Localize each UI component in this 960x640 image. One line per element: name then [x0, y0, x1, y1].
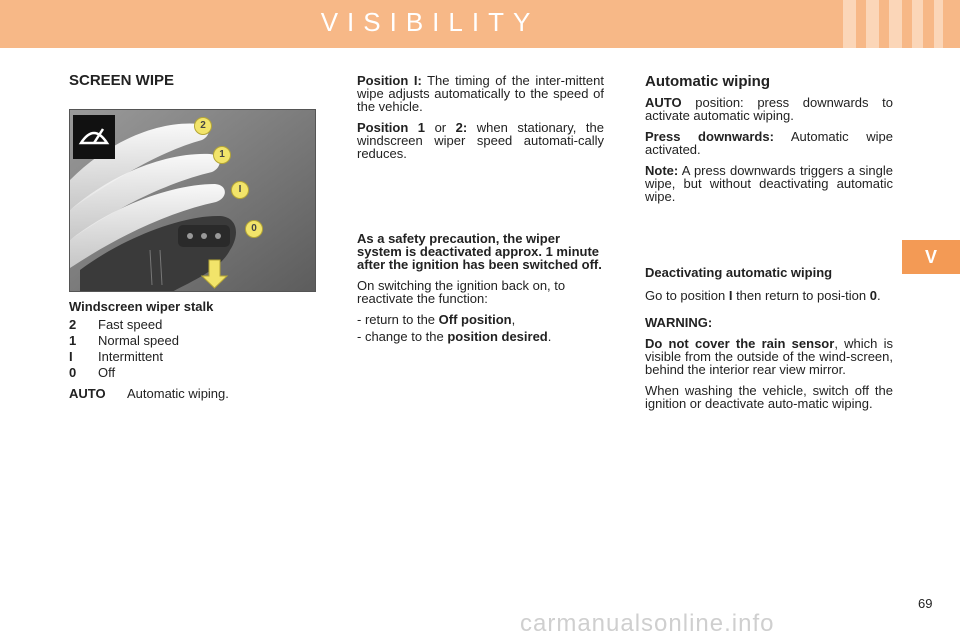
note-paragraph: Note: A press downwards triggers a singl… — [645, 164, 893, 203]
position-i-label: Position I: — [357, 73, 422, 88]
deact-punct: . — [877, 288, 881, 303]
watermark: carmanualsonline.info — [520, 610, 775, 637]
legend-key: 1 — [69, 333, 77, 348]
list-item-text: - change to the — [357, 329, 448, 344]
stalk-ghost-1 — [70, 153, 220, 240]
note-text: A press downwards triggers a single wipe… — [645, 163, 893, 204]
marker-0-label: 0 — [251, 223, 257, 234]
wiper-stalk-figure: 2 1 I 0 — [69, 109, 316, 292]
or-text: or — [425, 120, 456, 135]
wiper-stalk-illustration — [70, 110, 315, 291]
legend-key: AUTO — [69, 386, 106, 401]
warning-label: WARNING: — [645, 315, 713, 330]
stalk-legend: Windscreen wiper stalk 2 Fast speed 1 No… — [69, 300, 319, 402]
marker-i: I — [231, 181, 249, 199]
position-1-2-paragraph: Position 1 or 2: when stationary, the wi… — [357, 121, 604, 160]
header-stripe — [866, 0, 879, 48]
legend-value: Automatic wiping. — [127, 386, 229, 401]
page-number: 69 — [918, 596, 933, 611]
list-item-punct: , — [511, 312, 516, 327]
washing-paragraph: When washing the vehicle, switch off the… — [645, 383, 893, 411]
header-stripe — [912, 0, 923, 48]
legend-row: 2 Fast speed — [69, 317, 319, 333]
deact-text: Go to position — [645, 288, 729, 303]
warning-paragraph: Do not cover the rain sensor, which is v… — [645, 337, 893, 376]
position-desired-text: position desired — [447, 329, 548, 344]
list-item-text: - return to the — [357, 312, 439, 327]
legend-value: Intermittent — [98, 349, 164, 364]
page-title: VISIBILITY — [320, 7, 540, 37]
marker-1-label: 1 — [219, 149, 225, 160]
marker-2-label: 2 — [200, 120, 206, 131]
list-item: - change to the position desired. — [357, 330, 604, 343]
wiper-symbol-icon — [73, 115, 115, 159]
list-item-punct: . — [547, 329, 552, 344]
legend-row: I Intermittent — [69, 349, 319, 365]
warning-text: , which is visible from the outside of t… — [645, 336, 893, 377]
right-column-bottom: Deactivating automatic wiping Go to posi… — [645, 266, 893, 410]
safety-note: As a safety precaution, the wiper system… — [357, 231, 602, 272]
legend-value: Off — [98, 365, 116, 380]
rain-sensor-warning: Do not cover the rain sensor — [645, 336, 835, 351]
note-label: Note: — [645, 163, 679, 178]
page-header: VISIBILITY — [0, 0, 960, 48]
deact-position-0: 0 — [869, 288, 877, 303]
auto-label: AUTO — [645, 95, 682, 110]
chapter-tab[interactable]: V — [902, 240, 960, 274]
position-i-paragraph: Position I: The timing of the inter-mitt… — [357, 74, 604, 113]
press-down-label: Press downwards: — [645, 129, 774, 144]
deact-position-i: I — [728, 288, 733, 303]
auto-paragraph: AUTO position: press downwards to activa… — [645, 96, 893, 122]
marker-0: 0 — [245, 220, 263, 238]
legend-key: 0 — [69, 365, 77, 380]
header-stripe — [889, 0, 902, 48]
marker-1: 1 — [213, 146, 231, 164]
position-1-2-text: when stationary, the windscreen wiper sp… — [357, 120, 604, 161]
legend-row: 1 Normal speed — [69, 333, 319, 349]
header-stripe — [934, 0, 943, 48]
automatic-wiping-heading: Automatic wiping — [645, 73, 770, 90]
stalk-ghost-i — [70, 184, 225, 268]
stalk-ghost-2 — [70, 123, 209, 210]
right-column-top: Automatic wiping AUTO position: press do… — [645, 73, 893, 211]
left-column: SCREEN WIPE — [69, 72, 319, 90]
auto-text: position: press downwards to activate au… — [645, 95, 893, 123]
marker-2: 2 — [194, 117, 212, 135]
legend-value: Fast speed — [98, 317, 163, 332]
header-stripe — [843, 0, 856, 48]
deact-text: then return to posi-tion — [732, 288, 870, 303]
off-position-text: Off position — [438, 312, 512, 327]
deactivating-paragraph: Go to position I then return to posi-tio… — [645, 289, 893, 302]
press-down-text: Automatic wipe activated. — [645, 129, 894, 157]
legend-key: I — [69, 349, 73, 364]
reactivate-text: On switching the ignition back on, to re… — [357, 278, 566, 306]
deactivating-heading: Deactivating automatic wiping — [645, 265, 833, 280]
position-i-text: The timing of the inter-mittent wipe adj… — [357, 73, 604, 114]
position-2-label: 2: — [455, 120, 468, 135]
position-1-label: Position 1 — [357, 120, 426, 135]
legend-row-auto: AUTO Automatic wiping. — [69, 386, 319, 402]
marker-i-label: I — [238, 184, 242, 195]
press-down-arrow — [200, 259, 229, 289]
legend-value: Normal speed — [98, 333, 179, 348]
middle-column-bottom: As a safety precaution, the wiper system… — [357, 232, 604, 343]
middle-column-top: Position I: The timing of the inter-mitt… — [357, 74, 604, 168]
section-heading: SCREEN WIPE — [69, 72, 175, 89]
list-item: - return to the Off position, — [357, 313, 604, 326]
legend-key: 2 — [69, 317, 77, 332]
figure-caption: Windscreen wiper stalk — [69, 299, 214, 314]
press-down-paragraph: Press downwards: Automatic wipe activate… — [645, 130, 893, 156]
legend-row: 0 Off — [69, 365, 319, 381]
